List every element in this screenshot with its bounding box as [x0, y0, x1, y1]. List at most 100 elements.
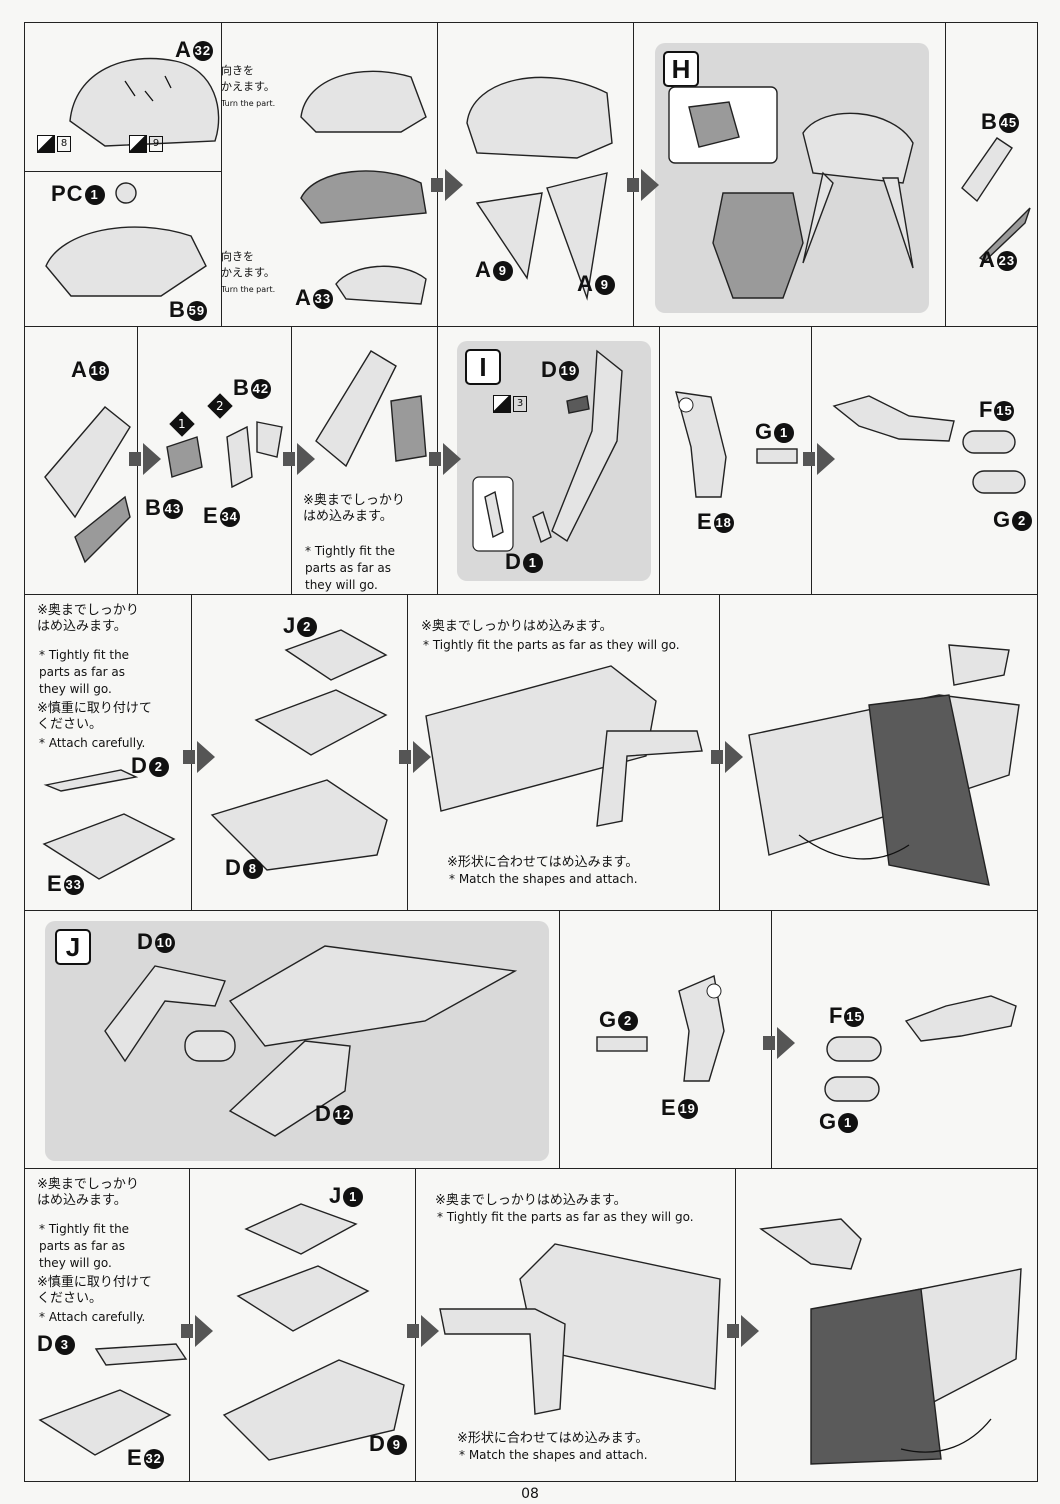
- note-match-shape-en: * Match the shapes and attach.: [459, 1448, 648, 1462]
- note-tight-fit: ※奥までしっかり はめ込みます。: [303, 493, 405, 524]
- torso-frame: [712, 192, 804, 299]
- flow-arrow: [429, 443, 461, 475]
- note-tight-fit-line: ※奥までしっかりはめ込みます。: [435, 1193, 627, 1208]
- g1-sprue: [756, 448, 798, 464]
- step-i-badge: I: [465, 349, 501, 385]
- e33-base: [42, 813, 176, 880]
- shield-with-dark-armor-mirrored: [759, 1218, 1022, 1465]
- flow-arrow: [399, 741, 431, 773]
- e32-base: [38, 1389, 172, 1456]
- head-with-blades: [802, 112, 914, 269]
- head-assembled: [466, 76, 613, 159]
- d12-frame: [228, 1040, 351, 1137]
- note-tight-fit: ※奥までしっかり はめ込みます。: [37, 603, 139, 634]
- step-h-badge: H: [663, 51, 699, 87]
- decal-3: 3: [493, 395, 527, 413]
- note-match-shape: ※形状に合わせてはめ込みます。: [447, 855, 639, 870]
- flow-arrow: [181, 1315, 213, 1347]
- note-turn-2: 向きを かえます。Turn the part.: [221, 250, 276, 294]
- d2-clip: [43, 769, 139, 792]
- flow-arrow: [763, 1027, 795, 1059]
- note-careful-en: * Attach carefully.: [39, 1310, 146, 1324]
- d10-frame: [104, 965, 236, 1063]
- e18-joint: [675, 391, 727, 498]
- b43-e34-parts: [166, 421, 283, 489]
- d1-pin: [472, 476, 552, 552]
- note-turn-1: 向きを かえます。Turn the part.: [221, 64, 276, 108]
- note-careful: ※慎重に取り付けて ください。: [37, 1275, 152, 1306]
- flow-arrow: [129, 443, 161, 475]
- page-number: 08: [521, 1486, 539, 1502]
- flow-arrow: [283, 443, 315, 475]
- g2-sprue: [596, 1036, 648, 1052]
- note-careful: ※慎重に取り付けて ください。: [37, 701, 152, 732]
- joint-arm: [596, 730, 703, 827]
- flow-arrow: [803, 443, 835, 475]
- head-assembly-upper: [300, 70, 427, 133]
- cell-1-2: 向きを かえます。Turn the part. 向きを かえます。Turn th…: [221, 23, 438, 327]
- f15-g2-plates: [962, 430, 1026, 494]
- head-base-part: [45, 182, 207, 297]
- flow-arrow: [183, 741, 215, 773]
- detail-inset: [668, 86, 778, 164]
- cell-2-3: ※奥までしっかり はめ込みます。 * Tightly fit the parts…: [291, 327, 438, 595]
- a18-armor: [44, 406, 131, 564]
- order-mark-2: 2: [207, 393, 233, 419]
- head-cover-part: [69, 57, 220, 147]
- note-tight-fit-en: * Tightly fit the parts as far as they w…: [39, 1222, 130, 1270]
- cell-1-4: H: [633, 23, 946, 327]
- cell-3-4: [719, 595, 1038, 911]
- shield-with-dark-armor: [748, 644, 1020, 886]
- flow-arrow: [407, 1315, 439, 1347]
- cell-5-4: [735, 1169, 1038, 1481]
- shield-armor: [425, 665, 657, 812]
- head-assembly-lower: [300, 170, 427, 224]
- d3-clip: [94, 1343, 188, 1366]
- flow-arrow: [727, 1315, 759, 1347]
- a23-blade: [978, 207, 1031, 262]
- note-tight-fit-line: ※奥までしっかりはめ込みます。: [421, 619, 613, 634]
- note-careful-en: * Attach carefully.: [39, 736, 146, 750]
- note-match-shape-en: * Match the shapes and attach.: [449, 872, 638, 886]
- arm-joint: [832, 395, 955, 442]
- mount-block: [236, 1265, 370, 1332]
- step-j-badge: J: [55, 929, 91, 965]
- e19-joint: [678, 975, 725, 1082]
- leg-armor-assembled: [315, 350, 427, 468]
- flow-arrow: [431, 169, 463, 201]
- b45-part: [961, 137, 1013, 203]
